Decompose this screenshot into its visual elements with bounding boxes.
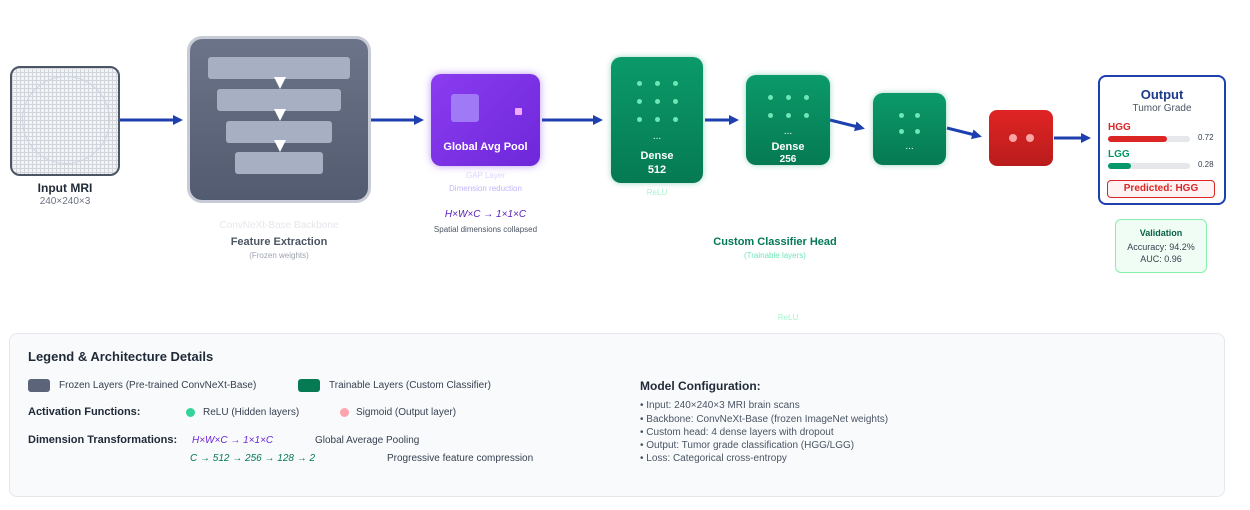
dimension-heading: Dimension Transformations: [28,434,178,446]
dim2-desc: Progressive feature compression [387,453,534,464]
backbone-layer-2 [217,89,341,111]
class-lgg-bar [1108,163,1190,169]
gap-faint-1: GAP Layer [466,171,505,180]
dense-512-ellipsis: ... [652,131,662,142]
input-dims: 240×240×3 [39,196,91,207]
validation-card: Validation Accuracy: 94.2% AUC: 0.96 [1115,219,1207,273]
trainable-label: Trainable Layers (Custom Classifier) [329,380,491,391]
gap-faint-2: Dimension reduction [449,184,522,193]
input-mri-image [10,66,120,176]
legend-panel: Legend & Architecture Details Frozen Lay… [9,333,1225,497]
brain-outline [22,76,110,164]
backbone-layer-4 [235,152,323,174]
dim1-formula: H×W×C → 1×1×C [192,435,274,446]
output-title: Output [1140,87,1184,102]
backbone-block [190,39,368,200]
backbone-faint-label: ConvNeXt-Base Backbone [219,220,339,231]
dense-256-units: 256 [779,154,797,165]
predicted-badge: Predicted: HGG [1107,180,1215,198]
dense-256-label: Dense [771,141,805,153]
class-hgg-name: HGG [1108,122,1131,133]
input-label: Input MRI [37,181,93,195]
activation-heading: Activation Functions: [28,406,141,418]
output-card: Output Tumor Grade HGG 0.72 LGG 0.28 Pre… [1098,75,1226,205]
classifier-title: Custom Classifier Head [713,236,837,248]
output-layer-block [989,110,1053,166]
output-subtitle: Tumor Grade [1132,103,1192,114]
dense-512-units: 512 [647,164,667,176]
backbone-subtitle: (Frozen weights) [249,251,309,260]
down-arrow-icon [274,77,286,89]
gap-note: Spatial dimensions collapsed [433,225,538,234]
class-lgg-name: LGG [1108,149,1130,160]
trainable-swatch [298,379,320,392]
validation-auc: AUC: 0.96 [1140,254,1182,264]
backbone-layer-1 [208,57,350,79]
dim1-desc: Global Average Pooling [315,435,420,446]
config-item: • Backbone: ConvNeXt-Base (frozen ImageN… [640,414,889,425]
pooled-vector-icon [515,108,522,115]
dense-512-block: ... Dense 512 [611,57,703,183]
class-lgg-fill [1108,163,1131,169]
frozen-label: Frozen Layers (Pre-trained ConvNeXt-Base… [59,380,257,391]
class-hgg-fill [1108,136,1168,142]
arrow-dense2-dense3 [829,118,865,132]
relu-label: ReLU (Hidden layers) [203,407,300,418]
dim2-formula: C → 512 → 256 → 128 → 2 [190,453,316,464]
config-item: • Input: 240×240×3 MRI brain scans [640,400,800,411]
dense-128-ellipsis: ... [905,141,914,152]
class-hgg-prob: 0.72 [1198,133,1214,142]
relu-dot-icon [186,408,195,417]
dense-128-block: ... [873,93,946,165]
gap-label: Global Avg Pool [443,141,528,153]
sigmoid-label: Sigmoid (Output layer) [356,407,457,418]
classifier-subtitle: (Trainable layers) [744,251,806,260]
config-item: • Custom head: 4 dense layers with dropo… [640,427,834,438]
config-item: • Output: Tumor grade classification (HG… [640,440,855,451]
dense-512-activation: ReLU [646,188,668,197]
dense-512-label: Dense [640,150,674,162]
dense-256-ellipsis: ... [783,126,793,137]
validation-title: Validation [1139,228,1183,238]
down-arrow-icon [274,140,286,152]
validation-accuracy: Accuracy: 94.2% [1127,242,1195,252]
frozen-swatch [28,379,50,392]
arrow-dense3-out [946,126,982,140]
dense-256-block: ... Dense 256 [746,75,830,165]
backbone-layer-3 [226,121,332,143]
class-hgg-bar [1108,136,1190,142]
backbone-title: Feature Extraction [230,236,328,248]
sigmoid-dot-icon [340,408,349,417]
config-heading: Model Configuration: [640,379,761,393]
down-arrow-icon [274,109,286,121]
global-avg-pool-block: Global Avg Pool [431,74,540,166]
feature-map-icon [451,94,479,122]
gap-formula: H×W×C → 1×1×C [444,209,527,220]
classifier-faint-relu: ReLU [777,313,799,322]
class-lgg-prob: 0.28 [1198,160,1214,169]
config-item: • Loss: Categorical cross-entropy [640,453,787,464]
legend-title: Legend & Architecture Details [28,349,214,364]
